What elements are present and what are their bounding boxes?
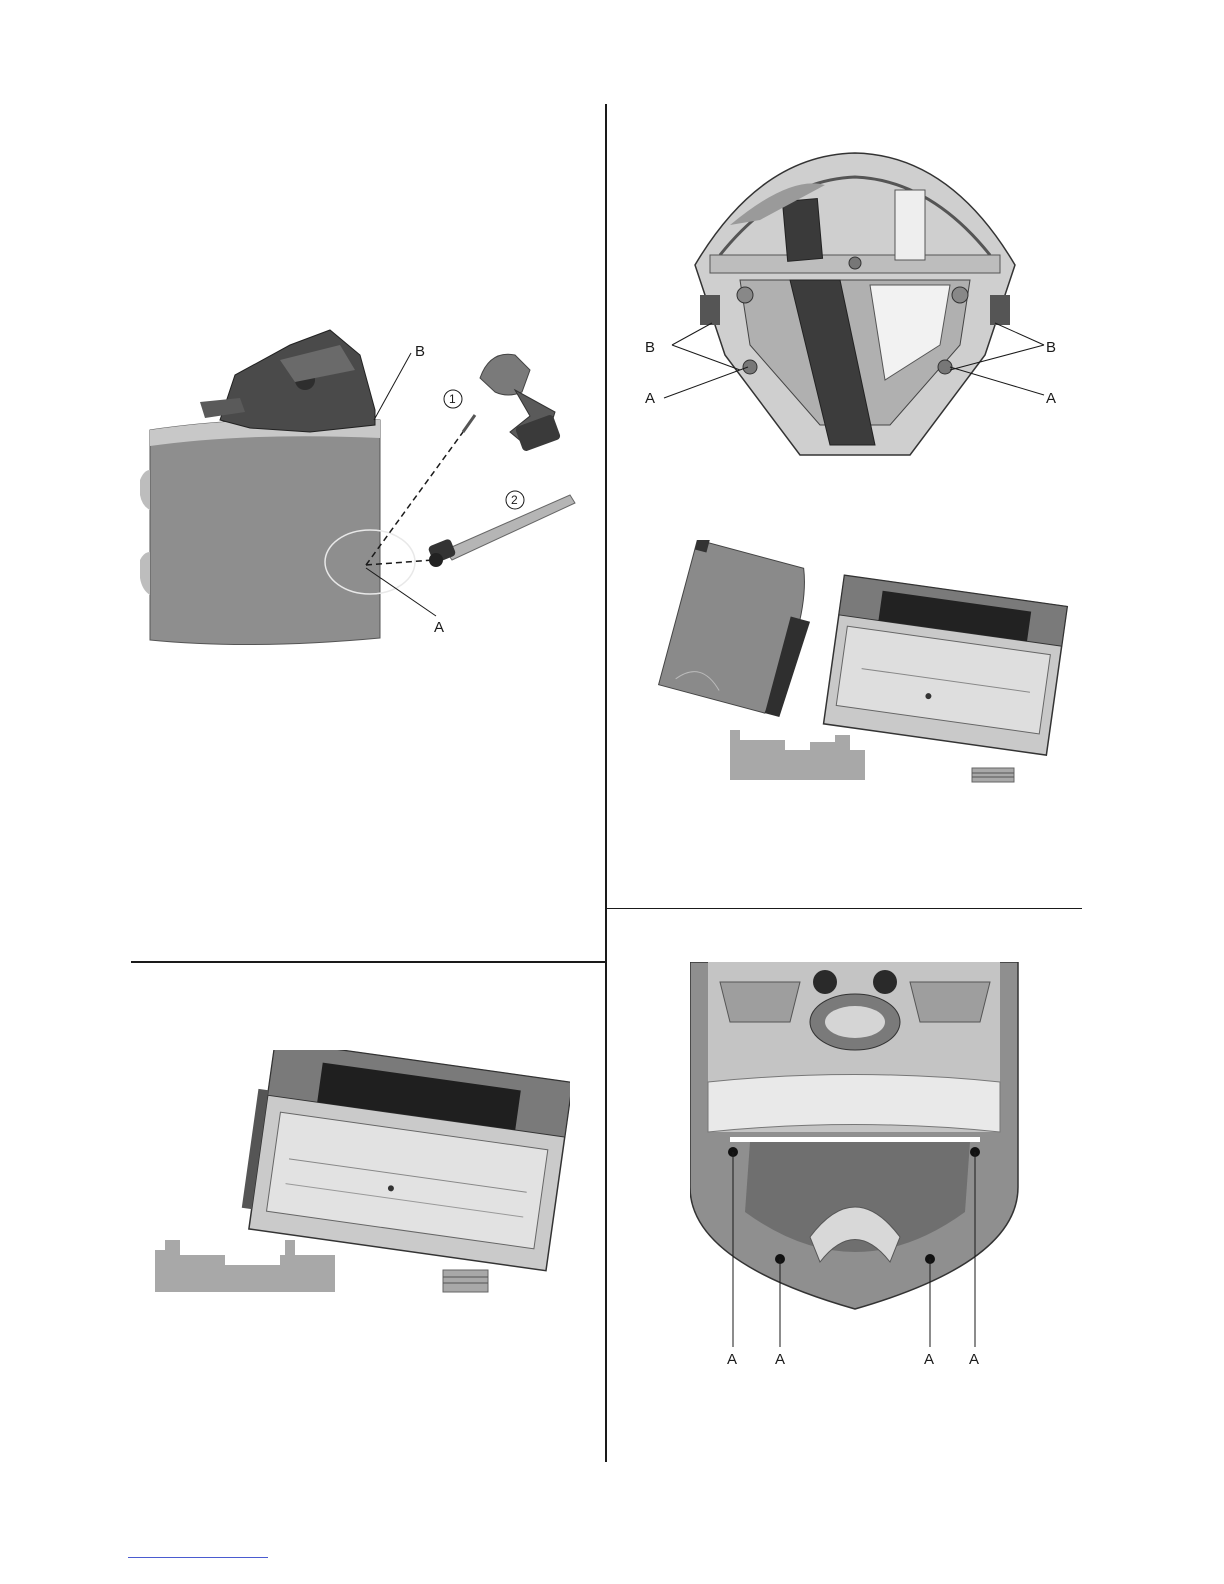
hammer-icon	[428, 495, 575, 567]
burner-assembly	[200, 330, 375, 432]
level-gauge	[443, 1270, 488, 1292]
callout-b-left: B	[645, 339, 655, 356]
horizontal-divider-left	[131, 961, 606, 963]
vertical-divider	[605, 104, 607, 1462]
figure-cabinet-knockout: B A 1 2	[130, 320, 600, 660]
callout-a-4: A	[969, 1351, 979, 1368]
floor-base	[730, 730, 865, 780]
tool-number-2: 2	[511, 493, 518, 507]
callout-a-left: A	[645, 390, 655, 407]
cordless-drill-icon	[463, 354, 561, 452]
callout-b: B	[415, 343, 425, 360]
callout-a-2: A	[775, 1351, 785, 1368]
figure-insert-on-base	[150, 1050, 570, 1300]
figure-cover-removal	[635, 540, 1085, 785]
horizontal-divider-right	[607, 908, 1082, 909]
callout-b-right: B	[1046, 339, 1056, 356]
callout-a-3: A	[924, 1351, 934, 1368]
footer-link-underline[interactable]	[128, 1557, 268, 1558]
callout-a: A	[434, 619, 444, 636]
floor-base	[155, 1240, 335, 1292]
tool-number-1: 1	[449, 392, 456, 406]
level-gauge	[972, 768, 1014, 782]
figure-bottom-view-screws: B A B A	[640, 145, 1080, 465]
callout-a-1: A	[727, 1351, 737, 1368]
callout-a-right: A	[1046, 390, 1056, 407]
figure-interior-view: A A A A	[690, 962, 1020, 1374]
